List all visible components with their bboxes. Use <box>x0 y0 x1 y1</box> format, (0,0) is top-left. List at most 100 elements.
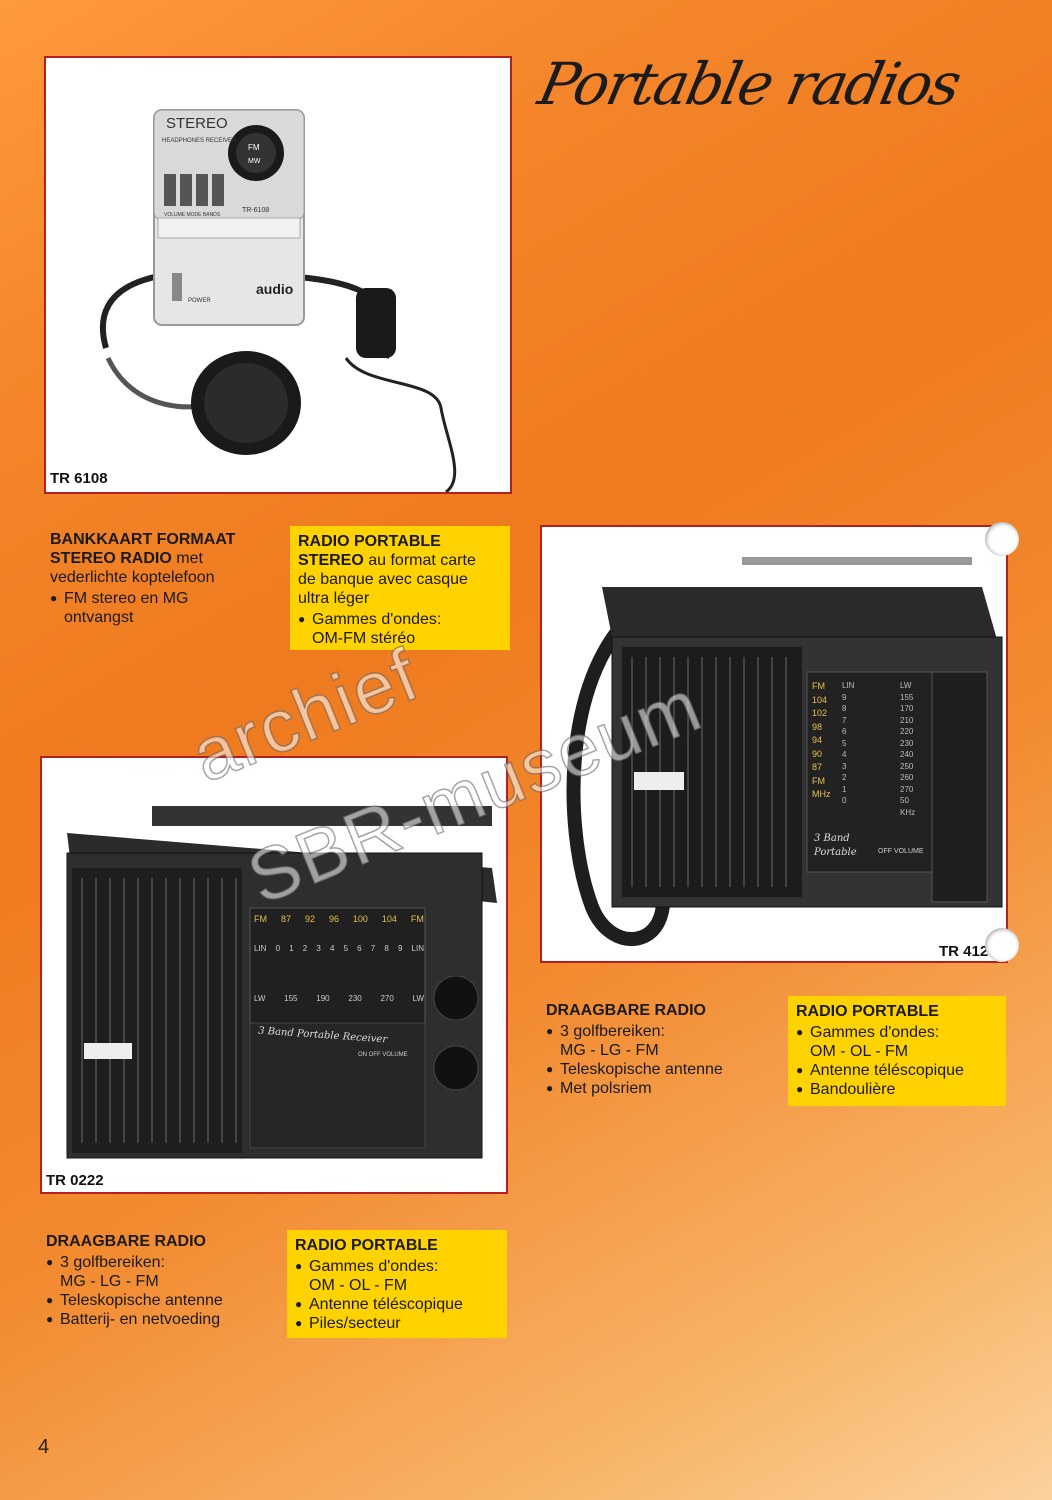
tr412-fm-scale-5: 87 <box>812 762 823 772</box>
tr412-fm-scale-2: 98 <box>812 721 823 732</box>
tr412-dial-scale: FM 104 102 98 94 90 87 FM MHz <box>812 680 922 802</box>
photo-tr0222: TR 0222 <box>40 756 508 1194</box>
tr412-lin-0: 9 <box>842 692 847 702</box>
list-item: 3 golfbereiken: MG - LG - FM <box>546 1022 690 1060</box>
tr0222-lin-10: 9 <box>397 944 403 953</box>
tr0222-lw-row: LW 155 190 230 270 LW <box>254 994 424 1003</box>
list-item: FM stereo en MG ontvangst <box>50 589 194 627</box>
punch-hole-top <box>985 522 1019 556</box>
tr0222-fm-row: FM 87 92 96 100 104 FM <box>254 914 424 924</box>
tr412-lin-2: 7 <box>842 715 847 725</box>
tr412-lw-0: 155 <box>900 692 914 702</box>
tr0222-nl-text: DRAAGBARE RADIO 3 golfbereiken: MG - LG … <box>46 1232 266 1329</box>
tr0222-lin-6: 5 <box>343 944 349 953</box>
tr0222-lin-3: 2 <box>302 944 308 953</box>
tr6108-fr-text: RADIO PORTABLE STEREO au format carte de… <box>290 526 510 650</box>
tr412-lin-6: 3 <box>842 761 847 771</box>
tr6108-fr-bullets: Gammes d'ondes: OM-FM stéréo <box>298 610 502 648</box>
tr0222-fm-4: 100 <box>352 914 368 924</box>
punch-hole-bottom <box>985 928 1019 962</box>
tr412-lw-1: 170 <box>900 704 914 713</box>
tr412-fr-text: RADIO PORTABLE Gammes d'ondes: OM - OL -… <box>788 996 1006 1106</box>
tr0222-label: TR 0222 <box>46 1172 104 1189</box>
list-item: Teleskopische antenne <box>46 1291 266 1310</box>
tr412-lw-3: 220 <box>900 727 914 736</box>
tr0222-illustration <box>66 806 497 1159</box>
page-number: 4 <box>38 1436 50 1458</box>
tr6108-fr-line3: de banque avec casque <box>298 571 468 588</box>
tr6108-dial-fm: FM <box>248 143 260 152</box>
tr412-khz-text: KHz <box>900 807 916 817</box>
tr412-lw-2: 210 <box>900 715 914 725</box>
list-item: 3 golfbereiken: MG - LG - FM <box>46 1253 190 1291</box>
list-item: Teleskopische antenne <box>546 1060 756 1079</box>
tr0222-fm-5: 104 <box>381 914 397 924</box>
tr6108-controls-text: VOLUME MODE BANDS <box>164 212 221 218</box>
tr412-lin-scale: LIN 9 8 7 6 5 4 3 2 1 0 <box>842 680 862 807</box>
tr412-fm-scale-0: 104 <box>812 694 828 705</box>
tr0222-lin-5: 4 <box>329 944 335 953</box>
tr0222-fm-3: 96 <box>328 914 339 924</box>
tr412-nl-bullets: 3 golfbereiken: MG - LG - FM Teleskopisc… <box>546 1022 756 1098</box>
tr0222-fr-bullets: Gammes d'ondes: OM - OL - FM Antenne tél… <box>295 1257 499 1333</box>
list-item: Bandoulière <box>796 1080 998 1099</box>
tr6108-label: TR 6108 <box>50 470 108 487</box>
tr412-fm-scale-1: 102 <box>812 708 828 718</box>
tr412-lin-1: 8 <box>842 704 847 713</box>
tr6108-nl-text: BANKKAART FORMAAT STEREO RADIO met veder… <box>50 530 270 627</box>
tr0222-fm-0: FM <box>254 914 267 924</box>
list-item: Gammes d'ondes: OM-FM stéréo <box>298 610 472 648</box>
tr0222-nl-bullets: 3 golfbereiken: MG - LG - FM Teleskopisc… <box>46 1253 266 1329</box>
tr6108-dial-mw: MW <box>248 158 261 165</box>
tr412-fm-scale-4: 90 <box>812 748 823 759</box>
tr412-brand-text: 3 Band Portable <box>814 833 857 858</box>
list-item: Antenne téléscopique <box>295 1295 499 1314</box>
tr6108-nl-head1: BANKKAART FORMAAT <box>50 531 236 548</box>
tr6108-sub-text: HEADPHONES RECEIVER <box>162 138 237 144</box>
tr412-fr-head: RADIO PORTABLE <box>796 1003 939 1020</box>
tr412-nl-text: DRAAGBARE RADIO 3 golfbereiken: MG - LG … <box>546 1001 756 1098</box>
tr0222-lin-11: LIN <box>411 944 424 953</box>
tr412-lw-7: 260 <box>900 773 914 782</box>
tr0222-controls-text: ON OFF VOLUME <box>358 1052 408 1058</box>
tr412-lin-4: 5 <box>842 738 847 748</box>
tr412-controls-text: OFF VOLUME <box>878 848 924 855</box>
tr412-lw-4: 230 <box>900 738 914 748</box>
tr412-lw-text: LW <box>900 681 912 690</box>
tr6108-fr-line4: ultra léger <box>298 590 370 607</box>
tr6108-nl-head2: STEREO RADIO <box>50 550 172 567</box>
tr0222-lw-5: LW <box>412 994 424 1003</box>
tr412-label: TR 412 <box>939 943 989 960</box>
tr0222-lw-0: LW <box>254 994 266 1003</box>
tr0222-lin-1: 0 <box>275 944 281 953</box>
list-item: Antenne téléscopique <box>796 1061 998 1080</box>
tr412-lin-7: 2 <box>842 773 847 782</box>
tr412-lw-8: 270 <box>900 784 914 794</box>
tr6108-illustration: STEREO HEADPHONES RECEIVER FM MW VOLUME … <box>100 109 457 494</box>
tr0222-fm-6: FM <box>410 914 424 924</box>
tr6108-fr-head2-rest: au format carte <box>363 552 476 569</box>
tr412-lw-scale: LW 155 170 210 220 230 240 250 260 270 5… <box>900 680 926 818</box>
tr6108-fr-head1: RADIO PORTABLE <box>298 533 441 550</box>
tr6108-stereo-text: STEREO <box>166 115 228 132</box>
tr6108-brand-text: audio <box>256 281 293 297</box>
tr0222-lw-4: 270 <box>380 994 394 1003</box>
tr412-lin-5: 4 <box>842 750 847 759</box>
tr0222-lw-3: 230 <box>348 994 362 1003</box>
tr0222-lin-0: LIN <box>254 944 267 953</box>
tr412-illustration <box>566 557 1003 946</box>
tr0222-fr-head: RADIO PORTABLE <box>295 1237 438 1254</box>
tr6108-power-text: POWER <box>188 298 211 304</box>
tr6108-fr-head2: STEREO <box>298 552 364 569</box>
tr0222-lw-2: 190 <box>316 994 330 1003</box>
list-item: Piles/secteur <box>295 1314 499 1333</box>
tr412-lw-6: 250 <box>900 761 914 771</box>
tr412-fm-scale-6: FM <box>812 775 825 786</box>
tr6108-nl-bullets: FM stereo en MG ontvangst <box>50 589 270 627</box>
list-item: Gammes d'ondes: OM - OL - FM <box>796 1023 960 1061</box>
tr412-lin-3: 6 <box>842 727 847 736</box>
tr0222-lin-row: LIN 0 1 2 3 4 5 6 7 8 9 LIN <box>254 944 424 953</box>
tr6108-model-text: TR-6108 <box>242 207 269 214</box>
tr0222-lin-4: 3 <box>316 944 321 953</box>
tr412-fm-scale-3: 94 <box>812 735 823 745</box>
